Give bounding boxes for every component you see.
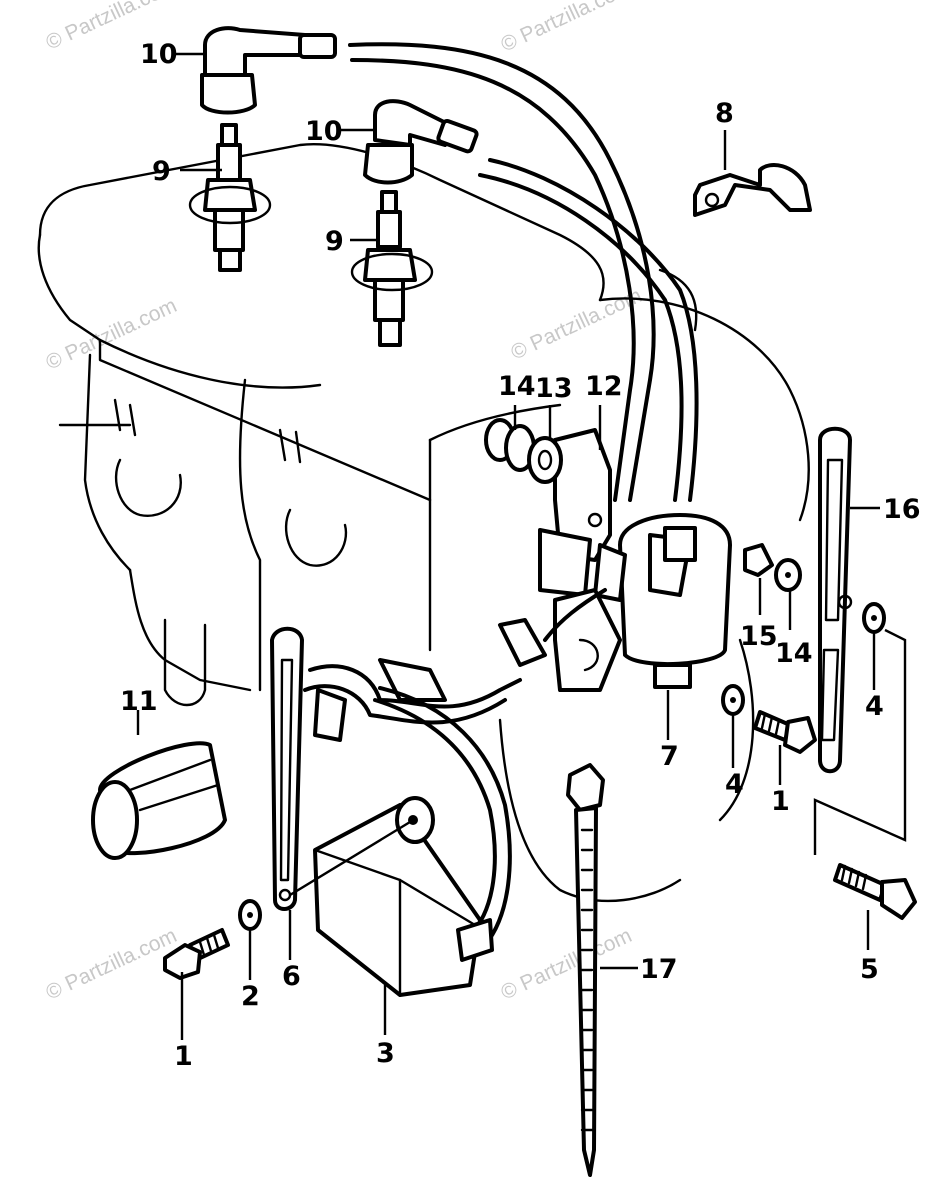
watermark: © Partzilla.com [497,0,635,57]
bolt-left [163,928,230,980]
rubber-sleeve [91,741,227,860]
callout-4: 4 [865,691,884,722]
cdi-unit [313,796,494,997]
callout-3: 3 [376,1038,395,1069]
callout-2: 2 [241,981,260,1012]
spark-plug-cap-left [200,26,337,115]
spark-plug-left [188,123,272,272]
callout-11: 11 [120,686,158,717]
leader-lines [136,52,880,1040]
mounting-strap [818,426,853,774]
long-bolt [833,863,917,920]
watermark: © Partzilla.com [42,924,180,1005]
callout-9: 9 [325,226,344,257]
spark-plug-right [350,190,434,347]
assembly-line [289,820,411,897]
callout-9: 9 [152,156,171,187]
callout-1: 1 [771,786,790,817]
watermark: © Partzilla.com [507,284,645,365]
spark-plug-cap-right [363,99,479,185]
lead-clip [693,163,812,217]
nut [743,543,774,577]
callout-1: 1 [174,1041,193,1072]
wiring-harness [303,588,607,947]
callout-6: 7 [660,741,679,772]
coil-strap [270,626,304,911]
callout-7: 6 [282,961,301,992]
callout-17: 17 [640,954,678,985]
washer-left [238,899,262,931]
watermark: © Partzilla.com [42,294,180,375]
callout-13: 13 [535,373,573,404]
washer-a [721,684,745,716]
watermark: © Partzilla.com [497,924,635,1005]
callout-16: 16 [883,494,921,525]
callout-4: 4 [725,769,744,800]
cable-tie [566,763,605,1177]
callout-15: 15 [740,621,778,652]
callout-labels: 10 10 9 9 8 14 13 12 16 15 14 4 7 4 1 5 … [120,39,921,1072]
coil-bracket [538,428,612,597]
callout-10: 10 [140,39,178,70]
bolt-right [753,710,817,754]
callout-14: 14 [775,638,813,669]
rubber-spacer [484,418,563,484]
ignition-leads [348,42,699,502]
alignment-lines [813,628,907,855]
callout-8: 8 [715,98,734,129]
washer-right [774,558,802,592]
callout-14: 14 [498,371,536,402]
callout-10: 10 [305,116,343,147]
callout-5: 5 [860,954,879,985]
callout-12: 12 [585,371,623,402]
washer-b [862,602,886,634]
engine-block-outline [37,143,810,903]
